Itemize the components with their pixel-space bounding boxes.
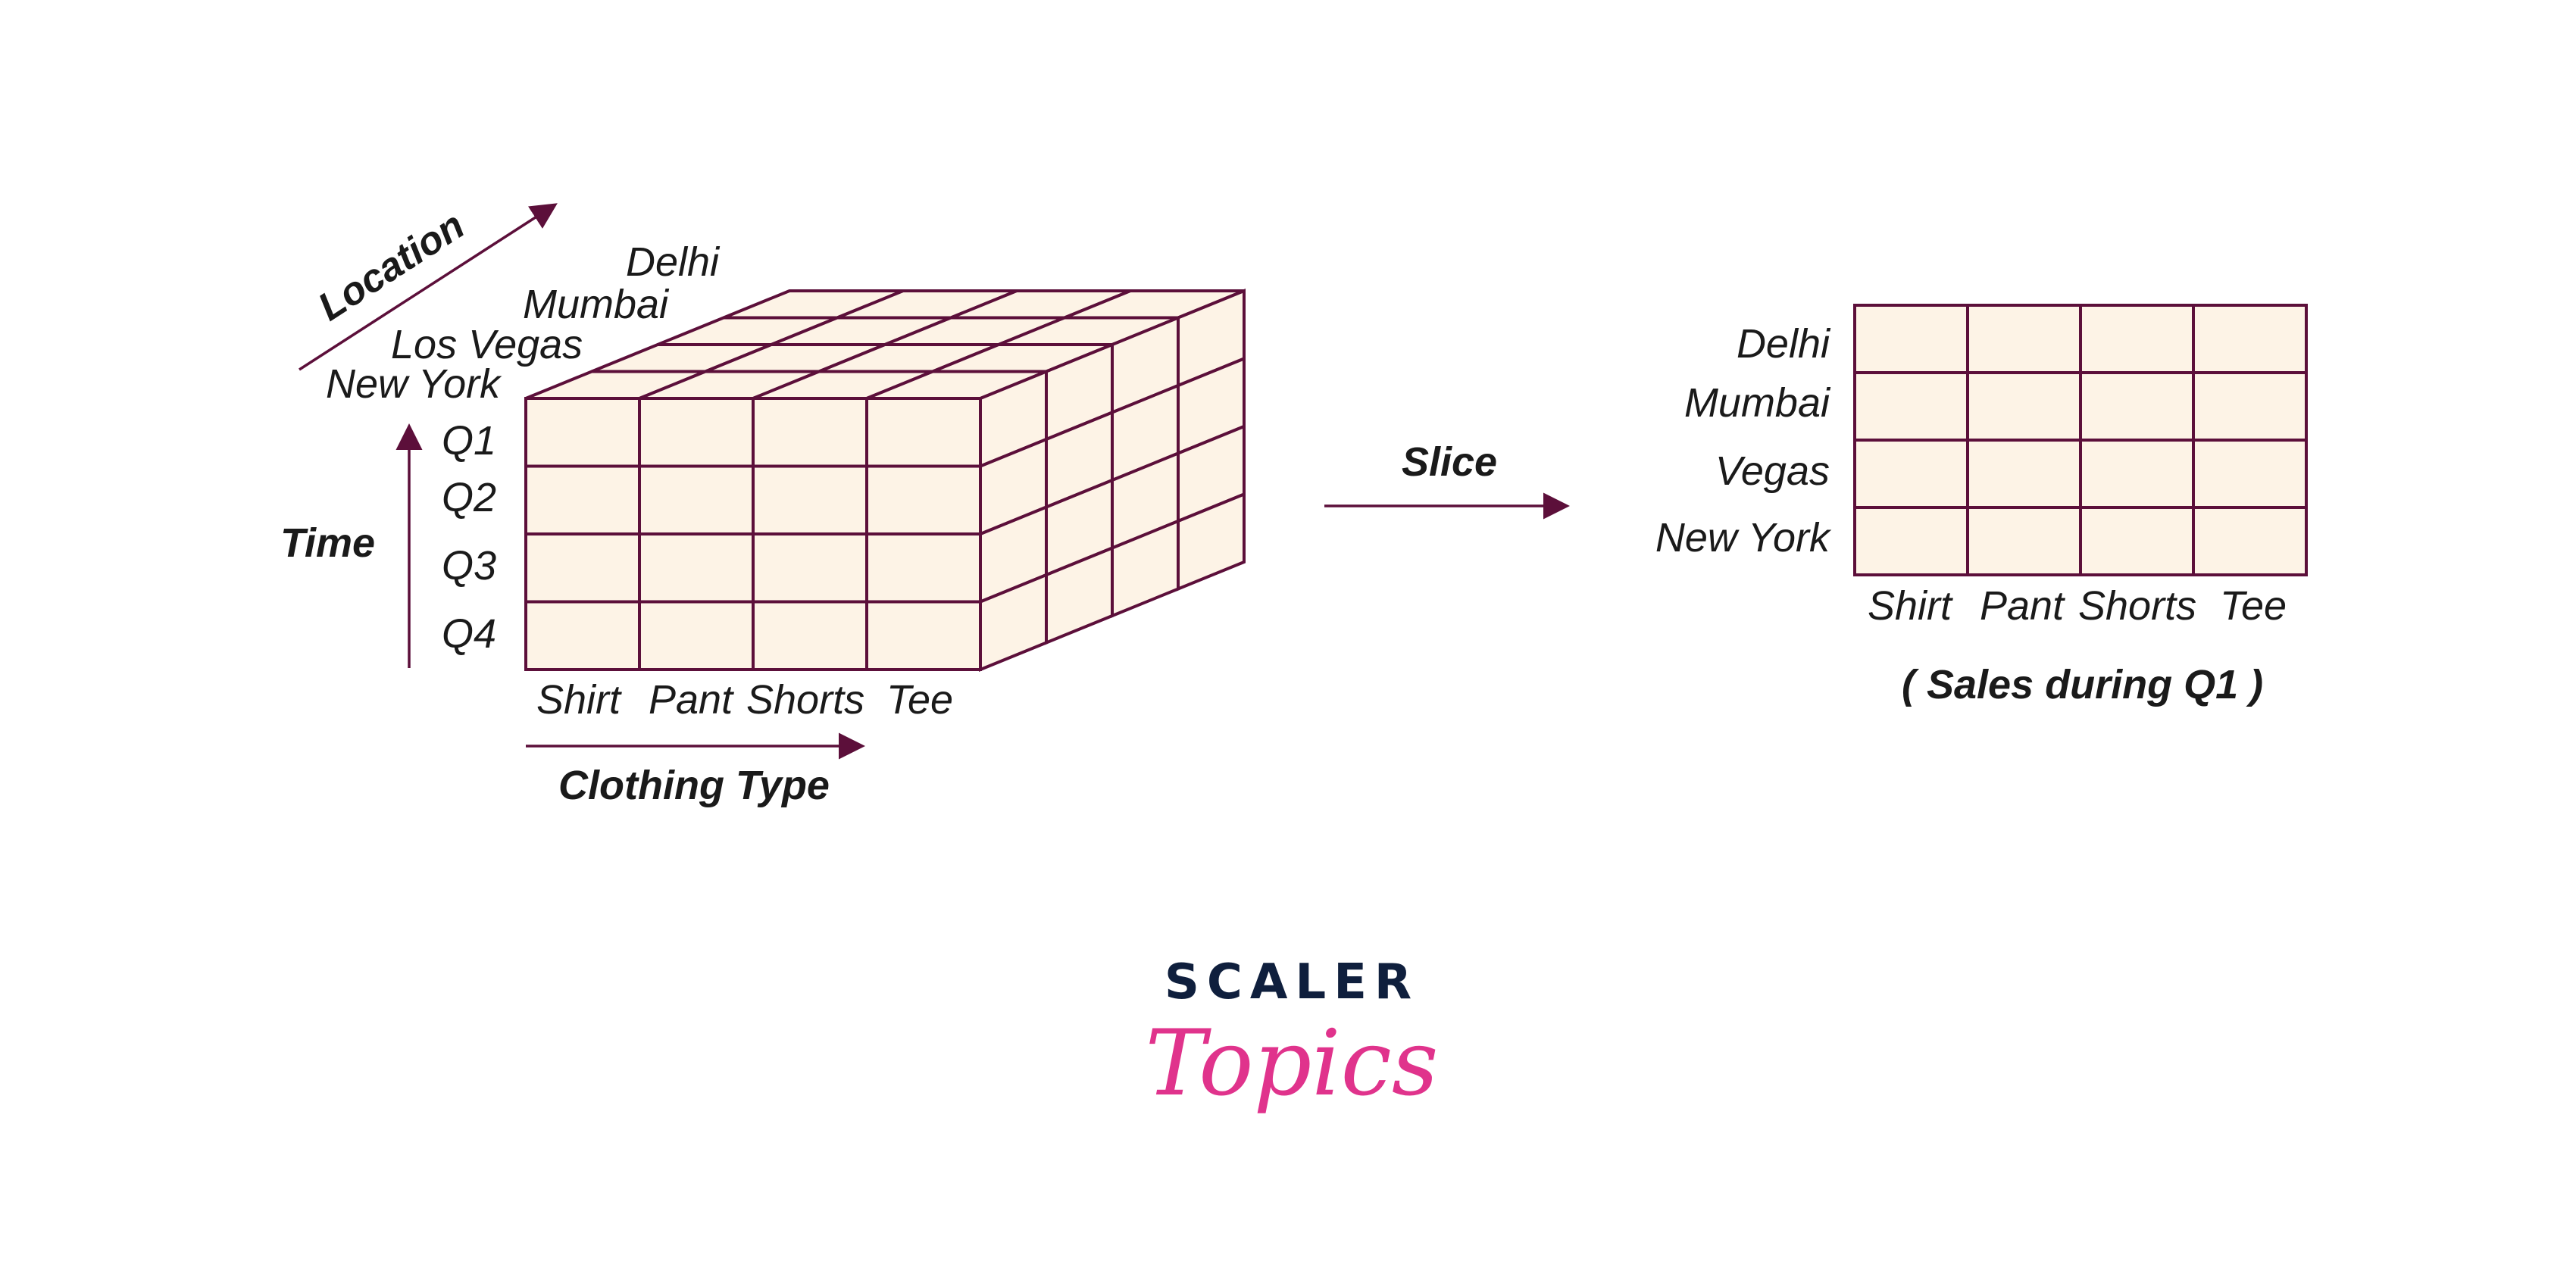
cube-front-cell <box>638 600 755 671</box>
cube-front-cell <box>752 532 868 604</box>
cube-front-cell <box>524 397 641 468</box>
cube-front-cell <box>865 464 982 535</box>
cube-side-cell <box>1177 492 1246 592</box>
slice-caption: ( Sales during Q1 ) <box>1902 662 2263 707</box>
slice-location-label: Vegas <box>1715 448 1830 494</box>
quarter-label: Q2 <box>442 475 496 520</box>
cube-front-cell <box>752 600 868 671</box>
data-cube <box>524 289 1246 672</box>
slice-cell <box>2192 371 2308 442</box>
cube-clothing-label: Pant <box>649 677 734 723</box>
cube-front-cell <box>752 464 868 535</box>
cube-front-cell <box>638 397 755 468</box>
cube-front-cell <box>638 464 755 535</box>
slice-location-label: New York <box>1655 515 1832 560</box>
cube-clothing-label: Shirt <box>536 677 622 723</box>
cube-front-cell <box>752 397 868 468</box>
cube-clothing-label: Shorts <box>746 677 864 723</box>
slice-cell <box>1853 506 1969 576</box>
cube-front-cell <box>865 600 982 671</box>
slice-cell <box>1966 506 2082 576</box>
slice-clothing-label: Shirt <box>1868 583 1953 629</box>
slice-location-label: Delhi <box>1737 321 1831 367</box>
slice-cell <box>1853 371 1969 442</box>
logo-subtitle: Topics <box>1146 1011 1439 1116</box>
clothing-axis-label: Clothing Type <box>558 763 830 808</box>
logo-wordmark: SCALER <box>1165 954 1419 1010</box>
cube-side-face <box>979 289 1246 672</box>
cube-front-cell <box>524 532 641 604</box>
quarter-label: Q4 <box>442 611 496 657</box>
slice-cell <box>2079 439 2195 509</box>
slice-cell <box>1853 439 1969 509</box>
cube-location-label: Mumbai <box>523 282 670 327</box>
slice-cell <box>1966 371 2082 442</box>
slice-label: Slice <box>1402 439 1497 485</box>
cube-clothing-label: Tee <box>886 677 953 723</box>
slice-cell <box>2079 371 2195 442</box>
cube-front-cell <box>865 532 982 604</box>
slice-cell <box>1966 304 2082 374</box>
cube-location-label: Delhi <box>626 239 721 285</box>
time-axis-label: Time <box>280 520 375 566</box>
slice-clothing-label: Shorts <box>2078 583 2196 629</box>
slice-cell <box>1853 304 1969 374</box>
slice-cell <box>2192 439 2308 509</box>
slice-cell <box>2192 506 2308 576</box>
location-axis-arrow <box>299 203 558 371</box>
slice-table <box>1853 304 2308 576</box>
quarter-label: Q3 <box>442 543 496 589</box>
slice-cell <box>2079 506 2195 576</box>
quarter-label: Q1 <box>442 418 496 464</box>
cube-front-cell <box>638 532 755 604</box>
slice-clothing-label: Tee <box>2220 583 2287 629</box>
slice-cell <box>2079 304 2195 374</box>
cube-front-face <box>524 397 982 671</box>
slice-cell <box>2192 304 2308 374</box>
cube-location-label: Los Vegas <box>391 322 583 367</box>
slice-clothing-label: Pant <box>1980 583 2065 629</box>
cube-front-cell <box>865 397 982 468</box>
cube-front-cell <box>524 464 641 535</box>
cube-front-cell <box>524 600 641 671</box>
slice-location-label: Mumbai <box>1684 380 1831 426</box>
slice-cell <box>1966 439 2082 509</box>
cube-location-label: New York <box>326 361 502 407</box>
